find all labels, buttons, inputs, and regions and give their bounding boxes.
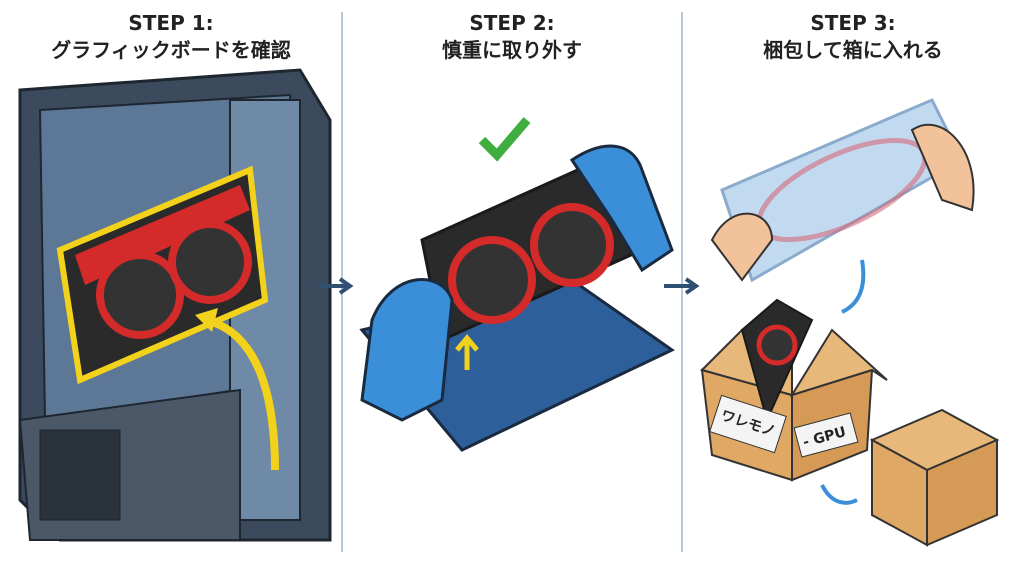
arrow-right-icon: [318, 277, 354, 295]
step-2-panel: STEP 2: 慎重に取り外す: [342, 0, 682, 572]
fragile-label: [709, 394, 787, 454]
step-2-label: STEP 2:: [469, 11, 555, 35]
step-3-label: STEP 3:: [810, 11, 896, 35]
step-1-panel: STEP 1: グラフィックボードを確認: [0, 0, 342, 572]
step-2-title: STEP 2: 慎重に取り外す: [342, 10, 682, 64]
open-box: ワレモノ - GPU: [700, 298, 888, 482]
hand-right: [910, 123, 975, 212]
down-arrow-icon: [841, 259, 866, 314]
step-2-description: 慎重に取り外す: [442, 38, 582, 62]
graphics-card: [420, 147, 644, 343]
graphics-card: [56, 165, 269, 385]
arrow-right-icon: [664, 277, 700, 295]
gloved-hand-left: [360, 278, 454, 422]
packing-illustration: ワレモノ - GPU: [700, 98, 1000, 547]
step-1-description: グラフィックボードを確認: [51, 38, 291, 62]
closed-box: [869, 408, 1000, 547]
step-3-panel: STEP 3: 梱包して箱に入れる ワレモノ - GPU: [682, 0, 1024, 572]
remove-card-illustration: [359, 117, 675, 452]
divider: [681, 12, 683, 552]
gloved-hand-right: [569, 144, 674, 273]
arrow-to-box-icon: [820, 484, 858, 505]
pc-case-illustration: [18, 68, 332, 542]
step-3-description: 梱包して箱に入れる: [763, 38, 943, 62]
up-arrow-icon: [455, 334, 479, 370]
step-3-title: STEP 3: 梱包して箱に入れる: [682, 10, 1024, 64]
step-1-label: STEP 1:: [128, 11, 214, 35]
curved-arrow-icon: [203, 316, 279, 471]
checkmark-icon: [478, 117, 531, 162]
gpu-label: [793, 412, 859, 458]
step-1-title: STEP 1: グラフィックボードを確認: [0, 10, 342, 64]
hand-left: [710, 212, 774, 282]
